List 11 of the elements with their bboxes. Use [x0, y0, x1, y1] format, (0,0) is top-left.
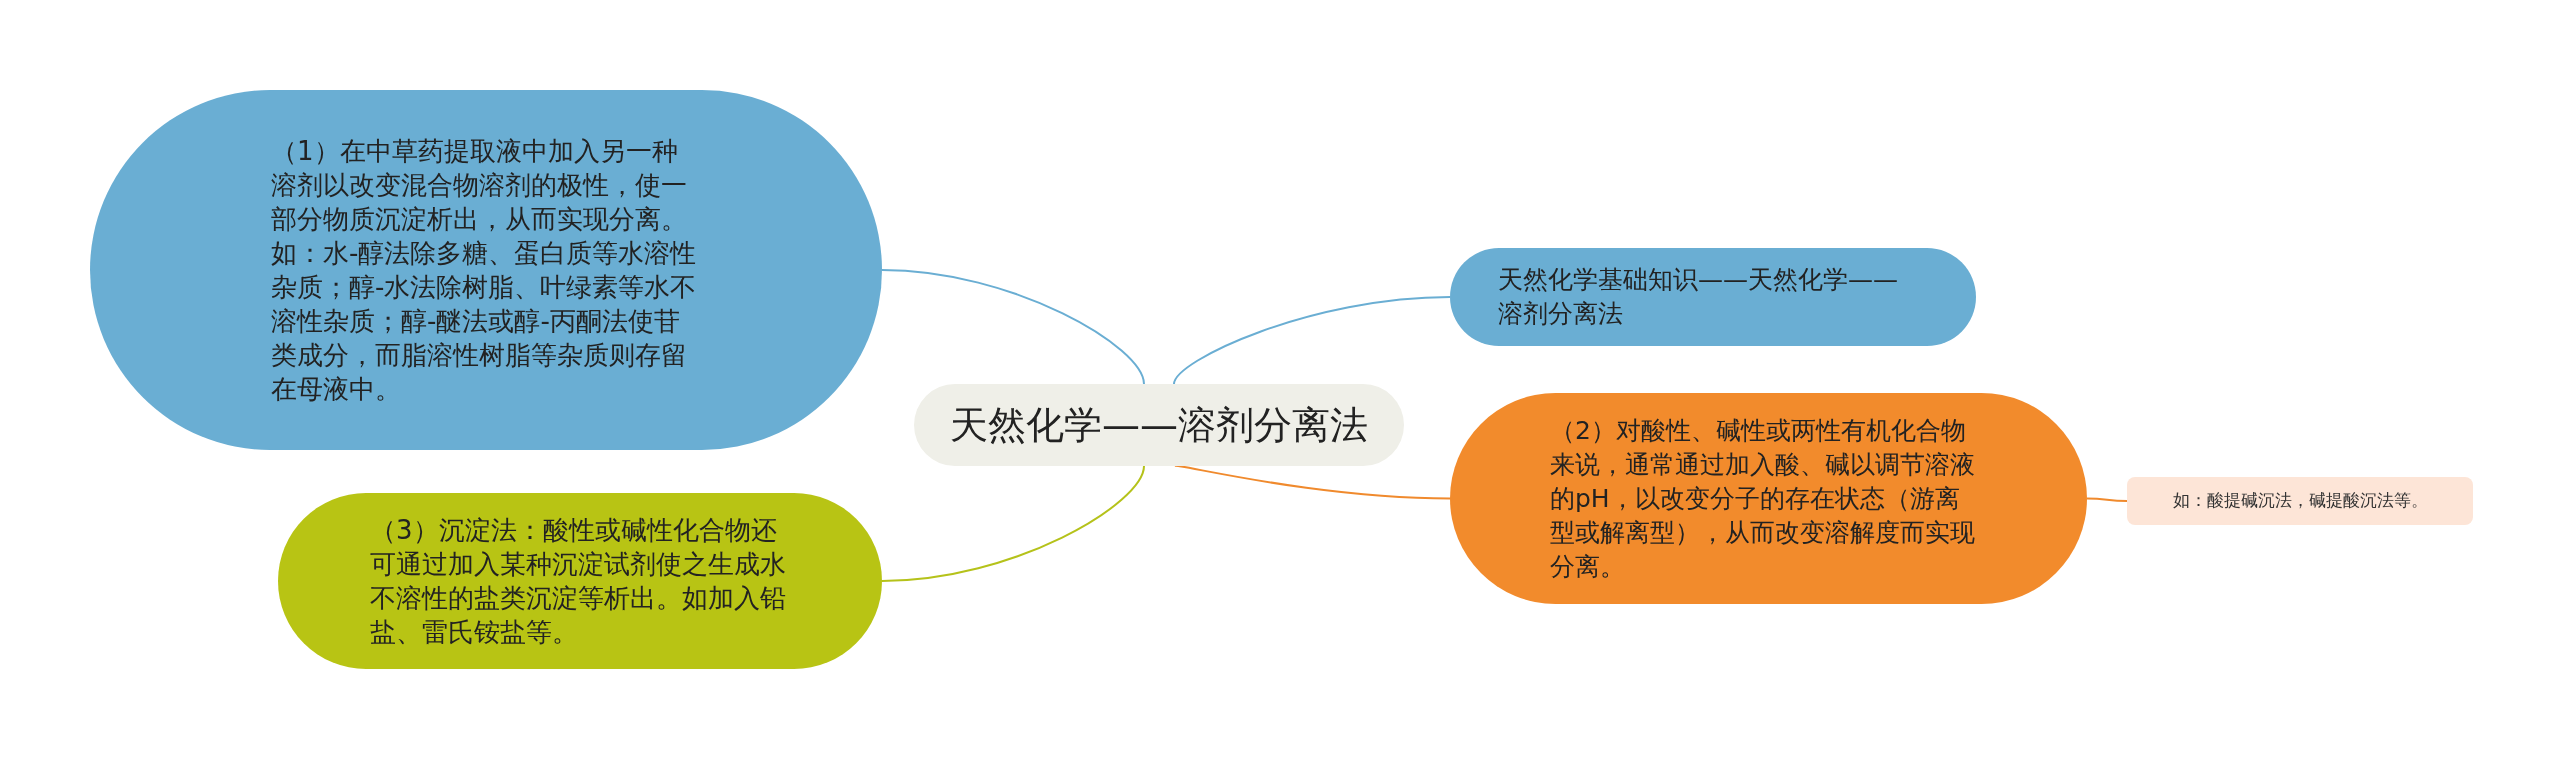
connector-line — [881, 465, 1145, 582]
note-box — [2127, 477, 2473, 525]
connector-line — [2086, 497, 2128, 502]
connector-line — [881, 269, 1145, 385]
topic-text: 如：酸提碱沉法，碱提酸沉法等。 — [2172, 489, 2428, 513]
topic-text: 天然化学基础知识——天然化学——溶剂分离法 — [1498, 264, 1899, 330]
topic-text: （1）在中草药提取液中加入另一种溶剂以改变混合物溶剂的极性，使一部分物质沉淀析出，从而实现分离。如：水-醇法除多糖、蛋白质等水溶性杂质；醇-水法除树脂、叶绿素等水不溶性杂质；醇-醚法或醇-丙酮法使苷类成分，而脂溶性树脂等杂质则存留在母液中。 — [271, 135, 698, 406]
topic-text: （2）对酸性、碱性或两性有机化合物来说，通常通过加入酸、碱以调节溶液的pH，以改变分子的存在状态（游离型或解离型），从而改变溶解度而实现分离。 — [1550, 414, 1976, 583]
topic-text: （3）沉淀法：酸性或碱性化合物还可通过加入某种沉淀试剂使之生成水不溶性的盐类沉淀等析出。如加入铅盐、雷氏铵盐等。 — [370, 514, 787, 649]
connector-line — [1173, 296, 1451, 385]
topic-text: 天然化学——溶剂分离法 — [950, 401, 1368, 449]
